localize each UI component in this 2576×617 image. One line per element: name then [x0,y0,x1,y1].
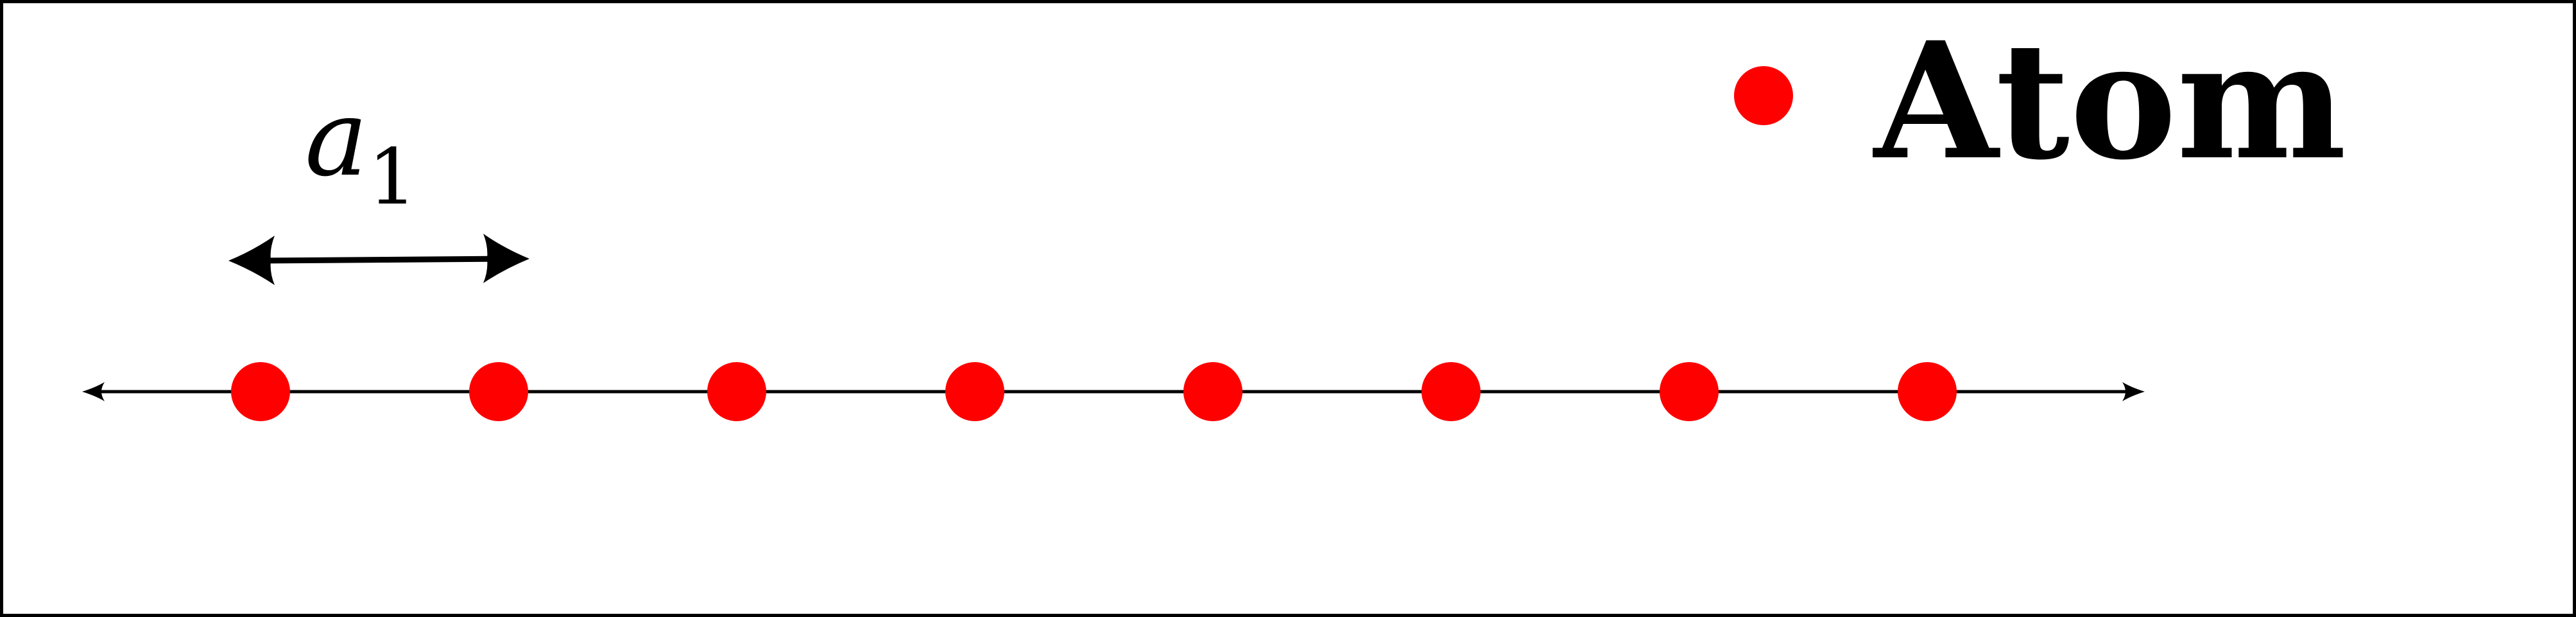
legend: Atom [1734,6,2346,195]
atom-7 [1660,362,1719,421]
atom-4 [945,362,1004,421]
legend-atom-marker [1734,66,1793,125]
spacing-label: a1 [305,76,417,222]
lattice-axis-right-arrowhead [2122,382,2145,401]
atom-3 [707,362,766,421]
spacing-arrow-right-head [483,234,529,283]
atom-1 [231,362,290,421]
spacing-label-sub: 1 [368,133,416,222]
atom-row [231,362,1957,421]
spacing-arrow-left-head [228,236,275,285]
legend-label: Atom [1873,6,2346,195]
lattice-axis-left-arrowhead [82,382,105,401]
spacing-arrow-shaft [259,256,508,264]
atom-5 [1183,362,1242,421]
spacing-label-main: a [305,76,368,200]
spacing-arrow [228,234,529,285]
atom-2 [469,362,528,421]
atom-8 [1898,362,1957,421]
lattice-axis [82,382,2145,401]
atom-6 [1421,362,1481,421]
